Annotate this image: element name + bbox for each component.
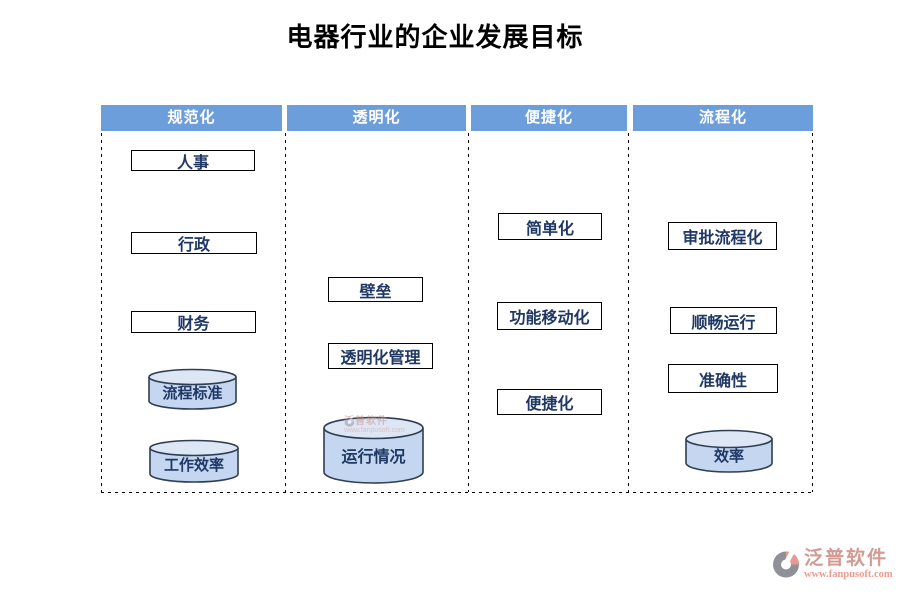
box-label: 审批流程化 [682, 230, 763, 247]
cylinder-label: 运行情况 [341, 449, 406, 466]
inline-watermark: 泛普软件 www.fanpusoft.com [344, 415, 405, 434]
box-smooth-operation: 顺畅运行 [670, 307, 777, 334]
box-convenience: 便捷化 [497, 389, 602, 415]
box-label: 功能移动化 [509, 310, 590, 327]
cylinder-shape [148, 368, 237, 410]
cylinder-label: 效率 [713, 447, 744, 465]
header-transparency: 透明化 [287, 105, 466, 131]
column-divider [101, 133, 102, 492]
cylinder-shape [323, 416, 424, 484]
box-label: 透明化管理 [340, 350, 421, 367]
watermark-url: www.fanpusoft.com [344, 427, 405, 434]
box-finance: 财务 [131, 311, 256, 333]
box-label: 准确性 [698, 372, 747, 390]
column-divider [628, 133, 629, 492]
box-label: 财务 [177, 316, 210, 333]
box-label: 行政 [177, 237, 210, 254]
watermark-url: www.fanpusoft.com [804, 569, 893, 580]
bottom-border [101, 492, 813, 493]
watermark-name: 泛普软件 [804, 548, 889, 569]
box-label: 人事 [176, 154, 209, 172]
box-label: 顺畅运行 [691, 314, 756, 332]
box-transparent-management: 透明化管理 [328, 343, 433, 369]
page-title: 电器行业的企业发展目标 [286, 23, 584, 53]
header-standardization: 规范化 [101, 105, 282, 131]
box-simplification: 简单化 [498, 213, 602, 240]
box-label: 便捷化 [525, 396, 574, 413]
cylinder-process-standard: 流程标准 [148, 368, 237, 410]
cylinder-label: 工作效率 [163, 457, 224, 474]
column-divider [468, 133, 469, 492]
fanpu-logo-icon [773, 548, 799, 578]
vendor-watermark: 泛普软件 www.fanpusoft.com [771, 548, 893, 581]
cylinder-work-efficiency: 工作效率 [149, 439, 239, 483]
box-administration: 行政 [131, 232, 257, 254]
cylinder-label: 流程标准 [162, 385, 223, 402]
cylinder-shape [149, 439, 239, 483]
box-accuracy: 准确性 [668, 364, 778, 393]
box-label: 壁垒 [359, 283, 392, 301]
box-barrier: 壁垒 [328, 277, 423, 302]
cylinder-operation-status: 泛普软件 www.fanpusoft.com 运行情况 [323, 415, 424, 484]
cylinder-efficiency: 效率 [685, 429, 773, 473]
box-label: 简单化 [525, 220, 574, 238]
header-convenience: 便捷化 [471, 105, 627, 131]
box-personnel: 人事 [131, 150, 255, 172]
header-process: 流程化 [633, 105, 813, 131]
column-divider [285, 133, 286, 492]
cylinder-shape [685, 429, 773, 473]
column-divider [812, 133, 813, 492]
watermark-name: 泛普软件 [344, 416, 388, 427]
box-approval-process: 审批流程化 [668, 222, 777, 250]
fanpu-logo-icon [344, 415, 355, 427]
box-function-mobilization: 功能移动化 [497, 302, 602, 330]
